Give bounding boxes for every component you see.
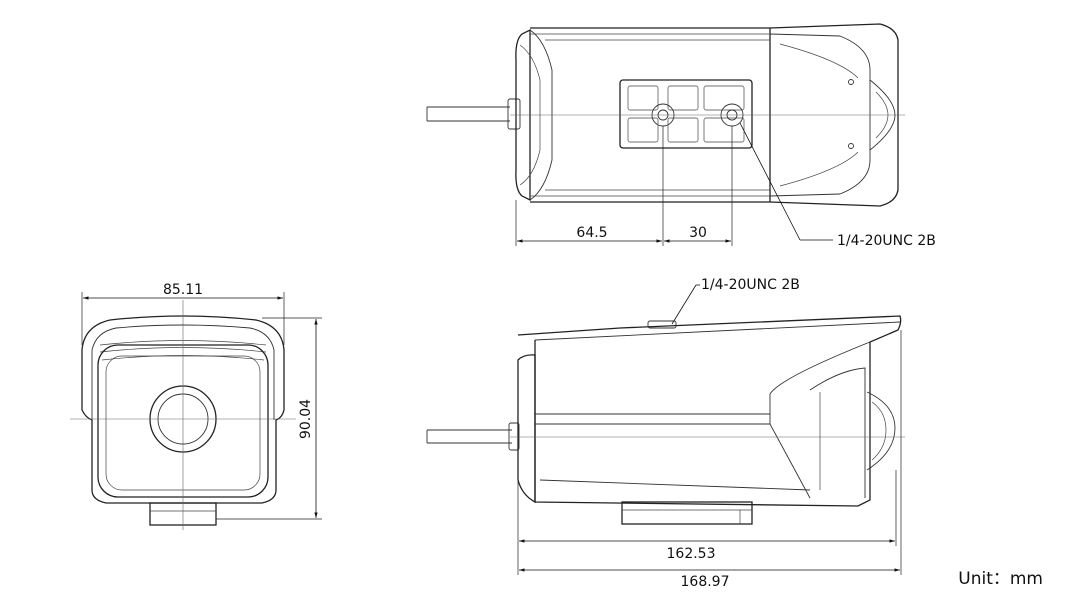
side-view-thread-boss [647,320,677,329]
side-view-cable [426,422,520,451]
side-view-dome [866,391,896,471]
dim-body-length: 162.53 [667,546,716,562]
side-view-dimensions [517,330,902,575]
dim-front-height: 90.04 [298,399,314,439]
top-thread-label: 1/4-20UNC 2B [837,233,936,249]
dim-hole-spacing: 30 [689,225,707,241]
side-view-body [517,315,902,507]
side-thread-label: 1/4-20UNC 2B [701,277,800,293]
top-view: 64.5 30 1/4-20UNC 2B [426,23,936,249]
front-view-hood [81,315,285,504]
front-view: 85.11 90.04 [70,282,322,530]
dim-overall-length: 168.97 [681,574,730,590]
top-view-cable [426,98,521,130]
side-view-rear-cap [517,354,536,504]
side-view-bracket [621,501,753,525]
unit-label: Unit：mm [958,569,1043,589]
dim-front-width: 85.11 [163,282,203,298]
dim-bracket-offset: 64.5 [576,225,607,241]
top-view-dimensions [515,122,833,246]
front-view-dimensions [81,292,322,520]
side-view: 1/4-20UNC 2B 162.53 168.97 [426,277,905,590]
